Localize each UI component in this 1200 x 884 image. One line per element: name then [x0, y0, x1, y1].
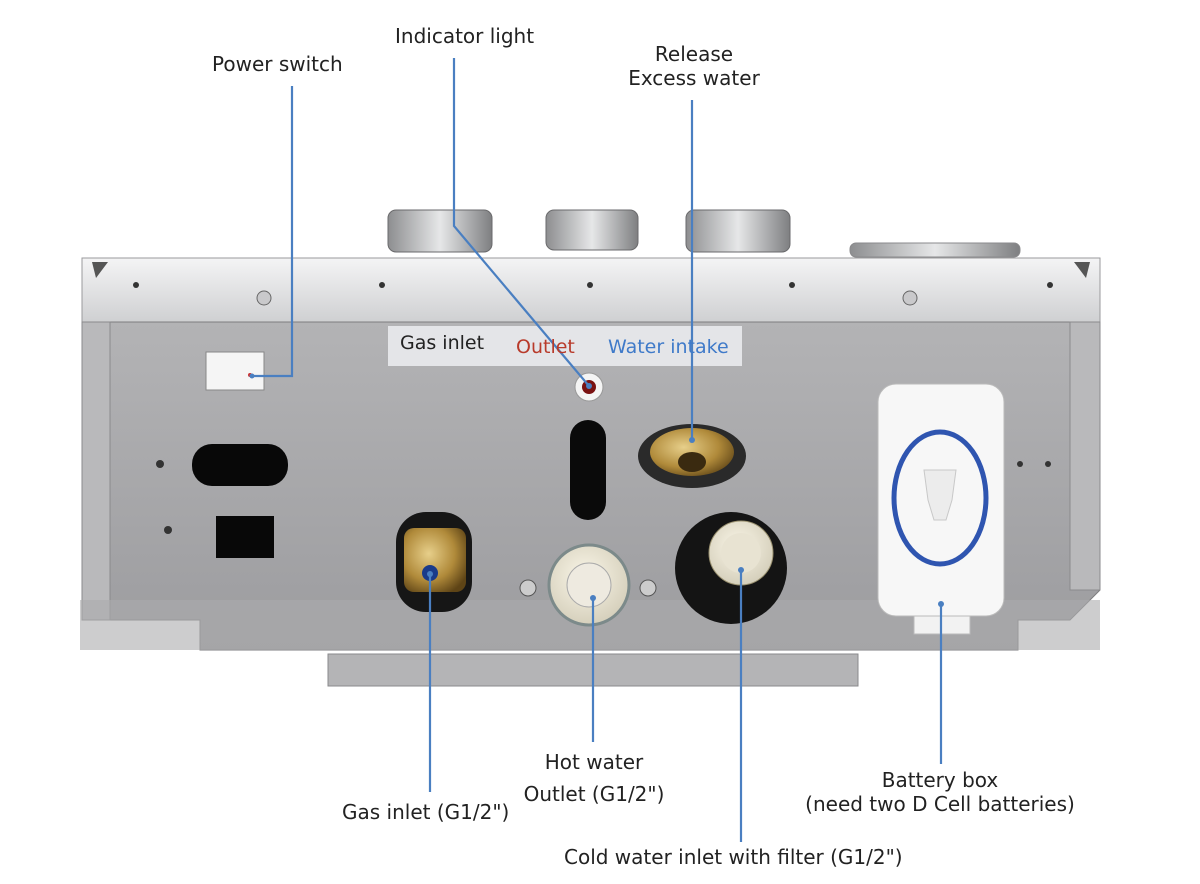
power-switch: [205, 351, 265, 391]
hot-water-label-line1: Hot water: [544, 750, 644, 774]
battery-box: [877, 383, 1005, 635]
power-switch-label: Power switch: [212, 52, 343, 76]
hot-water-label-line2: Outlet (G1/2"): [523, 782, 665, 806]
battery-label-line2: (need two D Cell batteries): [805, 792, 1075, 816]
top-plate: [81, 257, 1101, 323]
gas-inlet-label: Gas inlet (G1/2"): [342, 800, 510, 824]
panel-label-outlet: Outlet: [516, 336, 575, 358]
leader-power-switch: [252, 86, 294, 378]
panel-label-strip: [388, 326, 742, 366]
leader-indicator-light: [452, 58, 590, 387]
gas-inlet-fitting: [396, 512, 472, 612]
hot-water-outlet-fitting: [519, 543, 657, 627]
release-valve: [638, 424, 746, 488]
panel-label-water-intake: Water intake: [608, 336, 729, 358]
leader-lines: [252, 58, 943, 842]
release-label-line2: Excess water: [628, 66, 760, 90]
hot-water-outlet-label: Hot water Outlet (G1/2"): [510, 746, 678, 810]
cold-water-inlet-label: Cold water inlet with filter (G1/2"): [564, 845, 903, 869]
battery-box-label: Battery box (need two D Cell batteries): [790, 768, 1090, 816]
top-knobs: [387, 209, 1021, 258]
release-label-line1: Release: [654, 42, 734, 66]
battery-label-line1: Battery box: [881, 768, 999, 792]
indicator-light-label: Indicator light: [395, 24, 535, 48]
cold-water-inlet-fitting: [675, 512, 787, 624]
panel-label-gas-inlet: Gas inlet: [400, 332, 485, 354]
release-label: Release Excess water: [612, 42, 776, 90]
